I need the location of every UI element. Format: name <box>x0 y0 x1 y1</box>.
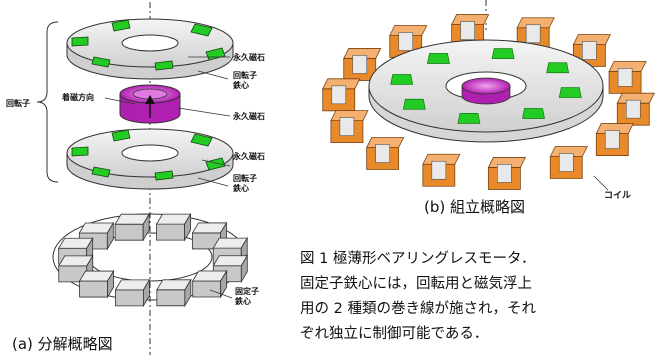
rotor-magnet <box>457 112 481 124</box>
bottom-rotor-plate <box>66 128 234 190</box>
rotor-magnet <box>402 98 426 110</box>
coil-winding <box>422 153 461 187</box>
coil-winding <box>595 123 634 156</box>
stator-tooth <box>191 269 228 299</box>
coil-winding <box>322 78 361 112</box>
figure-caption-line: ぞれ独立に制御可能である． <box>300 326 489 342</box>
stator-tooth <box>78 269 115 299</box>
figure-caption-line: 図 1 極薄形ベアリングレスモータ． <box>300 251 536 267</box>
coil-ring <box>322 14 655 190</box>
coil-leader <box>593 175 609 191</box>
coil-winding <box>549 146 588 179</box>
magnetization-label: 着磁方向 <box>61 92 94 102</box>
top-rotor-plate <box>66 18 234 80</box>
figure-caption: 図 1 極薄形ベアリングレスモータ． 固定子鉄心には，回転用と磁気浮上 用の 2… <box>300 247 655 347</box>
assembled-view: コイル <box>322 0 655 201</box>
label-rotor-core-top: 回転子鉄心 <box>233 70 257 90</box>
stator-tooth <box>156 278 192 308</box>
rotor-label: 回転子 <box>6 98 30 108</box>
rotor-magnet <box>522 108 545 119</box>
stator-tooth <box>114 278 151 308</box>
assembled-rotor <box>368 39 604 143</box>
figure-caption-line: 用の 2 種類の巻き線が施され，それ <box>300 301 536 317</box>
label-pm-top: 永久磁石 <box>232 52 265 62</box>
stator-exploded <box>52 212 249 308</box>
top-plate-magnets <box>71 19 226 71</box>
figure-caption-line: 固定子鉄心には，回転用と磁気浮上 <box>300 276 532 292</box>
rotor-magnet <box>390 74 414 85</box>
label-pm-mid: 永久磁石 <box>232 111 265 121</box>
stator-tooth <box>114 212 150 242</box>
coil-label: コイル <box>604 190 631 201</box>
stator-tooth <box>58 254 94 284</box>
assembled-magnets <box>390 48 582 124</box>
rotor-magnet <box>546 62 570 74</box>
stator-tooth <box>155 212 192 242</box>
coil-winding <box>608 60 647 94</box>
coil-winding <box>330 110 369 144</box>
caption-assembled: (b) 組立概略図 <box>424 198 525 216</box>
magnet-sleeve <box>119 84 181 124</box>
label-stator-core: 固定子鉄心 <box>235 286 259 306</box>
rotor-bracket <box>36 21 59 183</box>
coil-winding <box>365 137 405 170</box>
exploded-view: 回転子 着磁方向 永久磁石 回転子鉄心 永久磁石 永久磁石 回転子鉄心 固定子鉄… <box>6 2 265 355</box>
rotor-magnet <box>558 87 582 98</box>
rotor-magnet <box>491 48 515 60</box>
caption-exploded: (a) 分解概略図 <box>12 335 113 353</box>
coil-winding <box>487 157 527 190</box>
rotor-magnet <box>427 53 450 64</box>
bottom-plate-magnets <box>71 129 226 181</box>
leader-lines <box>104 56 233 299</box>
label-rotor-core-bottom: 回転子鉄心 <box>233 173 257 193</box>
label-pm-bottom: 永久磁石 <box>232 151 265 161</box>
coil-winding <box>616 92 655 126</box>
coil-winding <box>516 17 555 51</box>
